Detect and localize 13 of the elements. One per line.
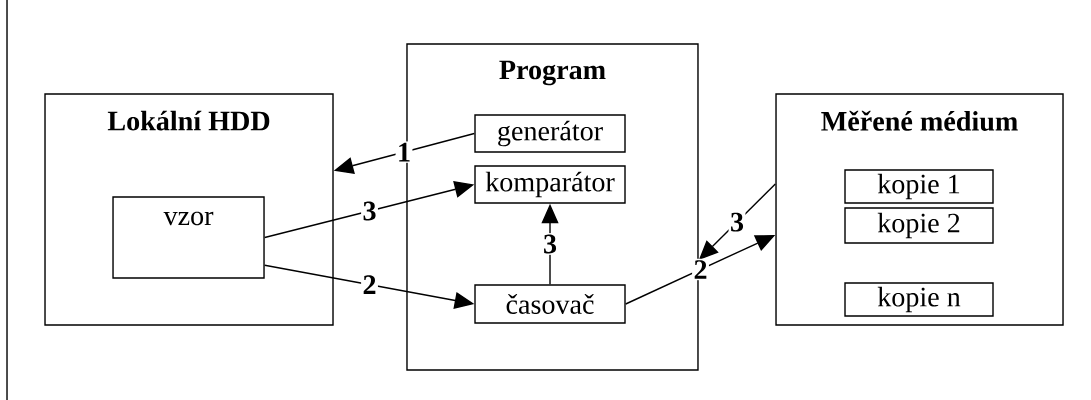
- process-box: vzor: [112, 196, 265, 279]
- edge-label: 2: [692, 258, 709, 281]
- process-box: kopie n: [844, 282, 994, 317]
- process-box: generátor: [474, 114, 626, 153]
- edge-label: 3: [728, 211, 746, 233]
- process-box: komparátor: [474, 165, 626, 204]
- process-box: kopie 2: [844, 207, 994, 244]
- edge-label: 1: [395, 141, 413, 163]
- edge-label: 2: [361, 273, 378, 296]
- edge-label: 3: [361, 200, 378, 222]
- process-box: kopie 1: [844, 169, 994, 204]
- edge-label: 3: [541, 233, 559, 255]
- process-box: časovač: [474, 284, 626, 324]
